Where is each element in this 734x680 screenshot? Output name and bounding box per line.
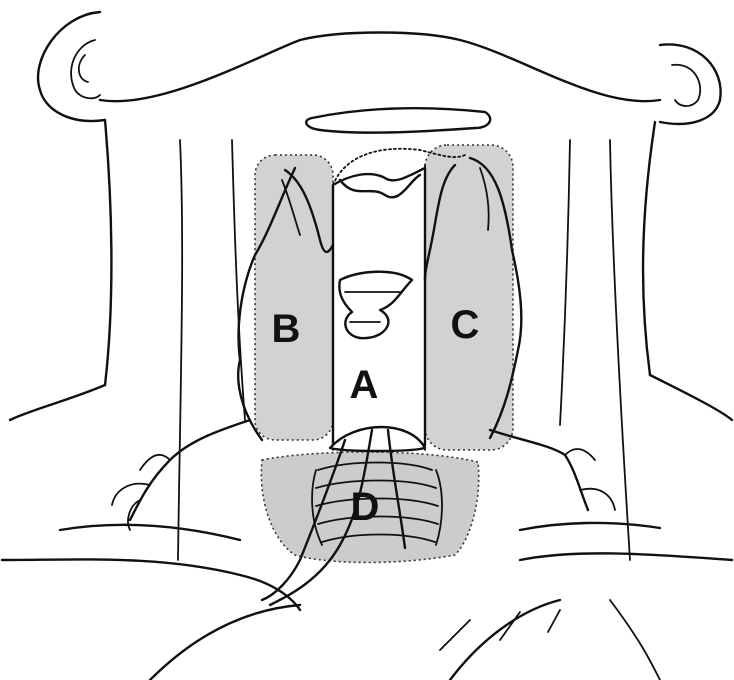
zone-b-region (255, 155, 333, 440)
hyoid-bone (306, 108, 490, 132)
label-d: D (351, 485, 380, 529)
right-ear (660, 44, 721, 123)
left-ear (38, 12, 105, 121)
label-a: A (350, 363, 379, 407)
label-b: B (272, 307, 301, 351)
label-c: C (451, 303, 480, 347)
jaw-outline (100, 33, 660, 102)
